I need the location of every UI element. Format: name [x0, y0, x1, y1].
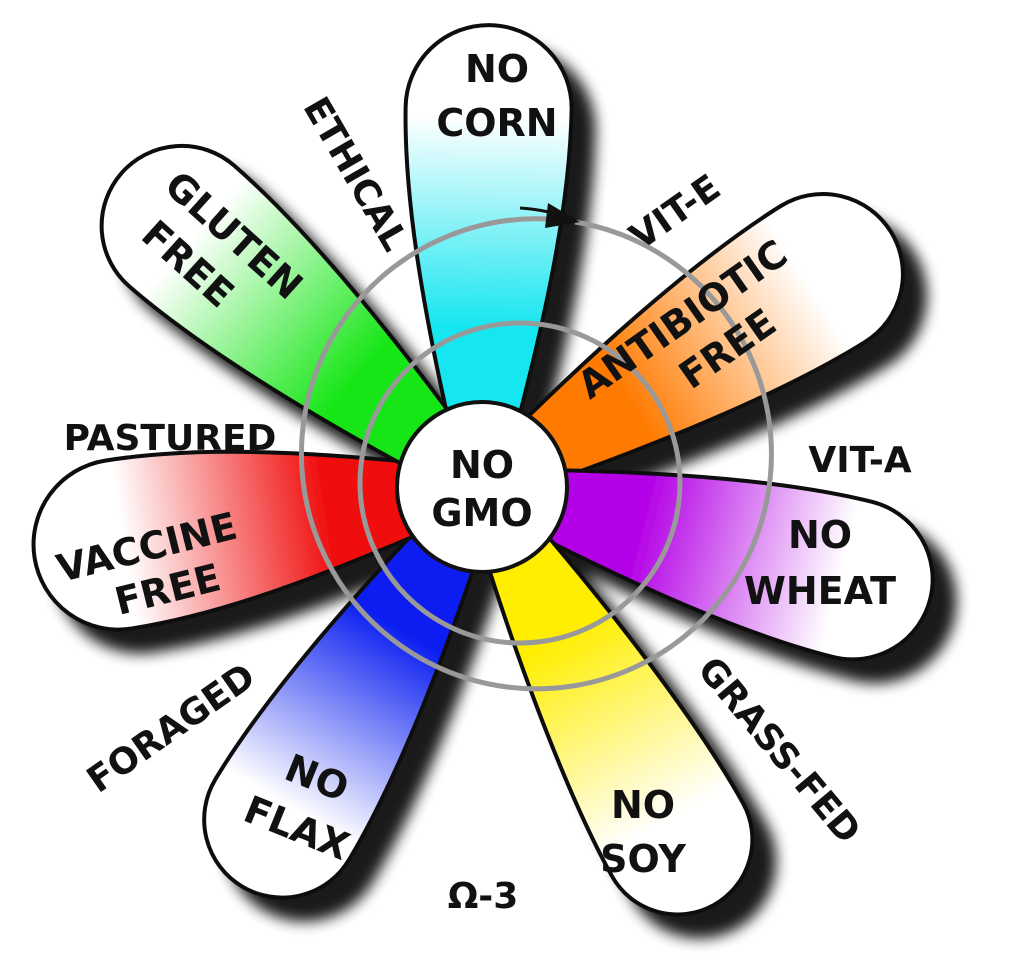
- label-vit-a: VIT-A: [808, 440, 911, 481]
- petal-soy: [463, 475, 755, 917]
- petal-vaccine: [31, 449, 488, 632]
- inner-ring: [357, 320, 683, 646]
- petals: [31, 23, 935, 917]
- petal-flax: [202, 475, 500, 900]
- petal-gluten: [99, 143, 497, 504]
- center-disc: [395, 400, 569, 574]
- label-vit-e: VIT-E: [623, 167, 728, 258]
- petal-corn: [403, 23, 574, 490]
- label-pastured: PASTURED: [64, 418, 277, 459]
- outer-ring: [298, 216, 774, 692]
- petal-wheat: [475, 467, 935, 662]
- arrowhead-icon: [545, 203, 580, 228]
- label-ethical: ETHICAL: [295, 90, 415, 258]
- label-omega-3: Ω-3: [448, 876, 519, 917]
